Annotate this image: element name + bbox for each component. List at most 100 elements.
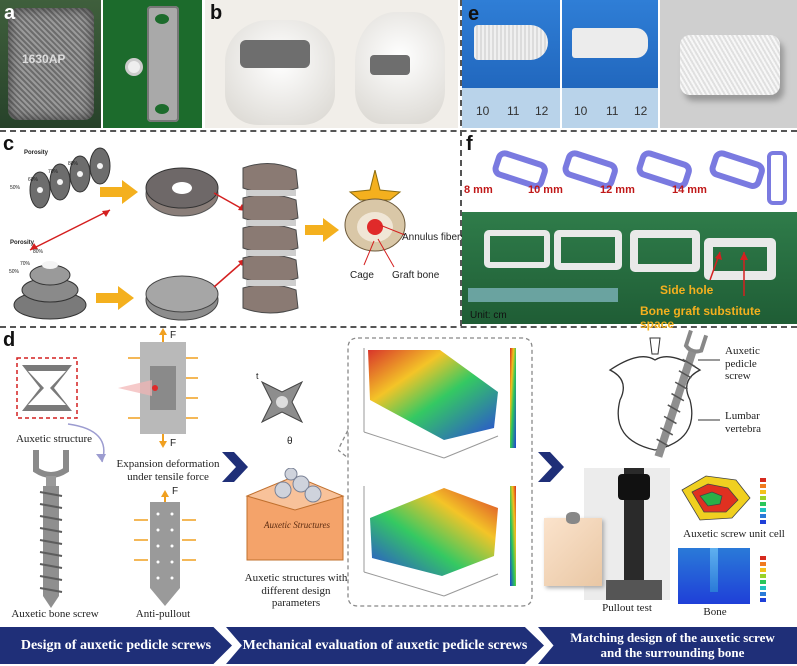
auxetic-structure-caption: Auxetic structure: [15, 433, 93, 445]
banner-matching: Matching design of the auxetic screw and…: [538, 627, 797, 664]
bone-fea-screw: [710, 548, 718, 592]
pct-top: 70%: [48, 169, 59, 175]
cage-render-12: [636, 150, 692, 189]
anti-pullout-caption: Anti-pullout: [135, 608, 191, 620]
metal-plate-right: [370, 55, 410, 75]
ruler-number: 10: [476, 104, 490, 118]
ruler: [462, 88, 560, 128]
banner-mechanical: Mechanical evaluation of auxetic pedicle…: [226, 627, 544, 664]
force-bottom: F: [170, 438, 177, 449]
theta-label: θ: [287, 436, 293, 447]
lumbar-label: Lumbar vertebra: [725, 410, 762, 435]
porosity-stack-bottom: [13, 261, 87, 320]
pedicle-screw-label: Auxetic pedicle screw: [725, 345, 760, 383]
panel-e-photo-1: [462, 0, 560, 128]
panel-b-photo: [205, 0, 458, 128]
cage-render-8: [492, 150, 548, 189]
panel-a-photo-plate: [103, 0, 202, 128]
panel-a-photo-cage: 1630AP: [0, 0, 101, 128]
panel-e-photo-3: [660, 0, 797, 128]
auxetic-3d-cell: [260, 380, 304, 424]
panel-e-photo-2: [562, 0, 658, 128]
divider-top: [0, 130, 797, 132]
panel-f-letter: f: [466, 133, 473, 155]
plate-hole: [155, 104, 169, 114]
banner-matching-text: Matching design of the auxetic screw and…: [570, 630, 775, 660]
panel-b-letter: b: [210, 2, 223, 24]
porous-disc: [145, 167, 219, 217]
force-pull: F: [172, 486, 179, 497]
machine-head: [618, 474, 650, 500]
cage-stamp: 1630AP: [22, 52, 66, 66]
plate: [147, 6, 179, 122]
ruler-number: 12: [535, 104, 549, 118]
ruler-number: 12: [634, 104, 648, 118]
block-screw-head: [566, 512, 580, 524]
cage-label: Cage: [350, 270, 374, 281]
graft-label: Graft bone: [392, 270, 440, 281]
cage-cylinder: [8, 8, 94, 120]
unit-label: Unit: cm: [470, 310, 507, 321]
pct-bottom: 70%: [20, 261, 31, 267]
double-red-arrow: [29, 209, 111, 251]
porosity-discs-top: [29, 147, 111, 209]
chevron-2: [538, 452, 564, 482]
panel-f-photo: [462, 212, 797, 324]
pullout-caption: Pullout test: [602, 602, 652, 614]
pct-bottom: 80%: [33, 249, 44, 255]
t-label: t: [256, 371, 259, 381]
callout-dashed-frame: [338, 337, 533, 607]
porosity-label-top: Porosity: [24, 150, 49, 156]
porous-disc: [145, 275, 219, 321]
metal-plate-left: [240, 40, 310, 68]
ruler: [562, 88, 658, 128]
cage-render-14: [709, 150, 765, 189]
curved-arrow: [67, 423, 106, 463]
machine-base: [606, 580, 662, 600]
size-label-8: 8 mm: [464, 184, 493, 196]
size-label-10: 10 mm: [528, 184, 563, 196]
pct-top: 80%: [68, 161, 79, 167]
yellow-arrow: [100, 180, 138, 204]
anti-pullout-diagram: [134, 490, 196, 606]
auxetic-bone-screw: [33, 450, 69, 608]
banner-design: Design of auxetic pedicle screws: [0, 627, 232, 664]
side-hole-label: Side hole: [660, 283, 714, 297]
banner-design-text: Design of auxetic pedicle screws: [20, 637, 212, 653]
cage-side: [572, 28, 648, 58]
annulus-label: Annulus fibers: [402, 232, 466, 243]
bone-fea: [678, 548, 750, 604]
printed-cage: [704, 238, 776, 280]
surface-plot-1: [363, 348, 516, 459]
pct-top: 60%: [28, 177, 39, 183]
ruler-number: 11: [606, 104, 619, 118]
cage-block: [474, 25, 548, 60]
banner-mechanical-text: Mechanical evaluation of auxetic pedicle…: [242, 637, 528, 653]
cage-3d: [680, 35, 780, 95]
auxetic-structures-box: [245, 468, 345, 561]
size-label-12: 12 mm: [600, 184, 635, 196]
structures-caption: Auxetic structures with different design…: [244, 572, 348, 610]
divider-vertical: [460, 0, 462, 326]
panel-d-letter: d: [3, 329, 16, 351]
nut: [125, 58, 143, 76]
pct-bottom: 50%: [9, 269, 20, 275]
force-top: F: [170, 330, 177, 341]
bone-caption: Bone: [703, 606, 727, 618]
panel-c-letter: c: [3, 133, 15, 155]
auxetic-unit-drawing: [16, 357, 78, 419]
fea-legend-1: [760, 478, 766, 524]
printed-cage: [554, 230, 622, 270]
bone-screw-caption: Auxetic bone screw: [11, 608, 99, 620]
label-leaders: [363, 224, 406, 268]
surface-plot-2: [363, 486, 516, 597]
ruler-number: 10: [574, 104, 588, 118]
yellow-arrow: [96, 286, 134, 310]
printed-cage: [484, 230, 550, 268]
vertebra-model-left: [225, 20, 335, 125]
plate-hole: [155, 14, 169, 24]
vertebra-cross-section: [344, 170, 406, 252]
vertebra-screw-drawing: [608, 330, 720, 458]
panel-e-letter: e: [468, 3, 480, 25]
red-leader-arrows: [709, 251, 748, 296]
